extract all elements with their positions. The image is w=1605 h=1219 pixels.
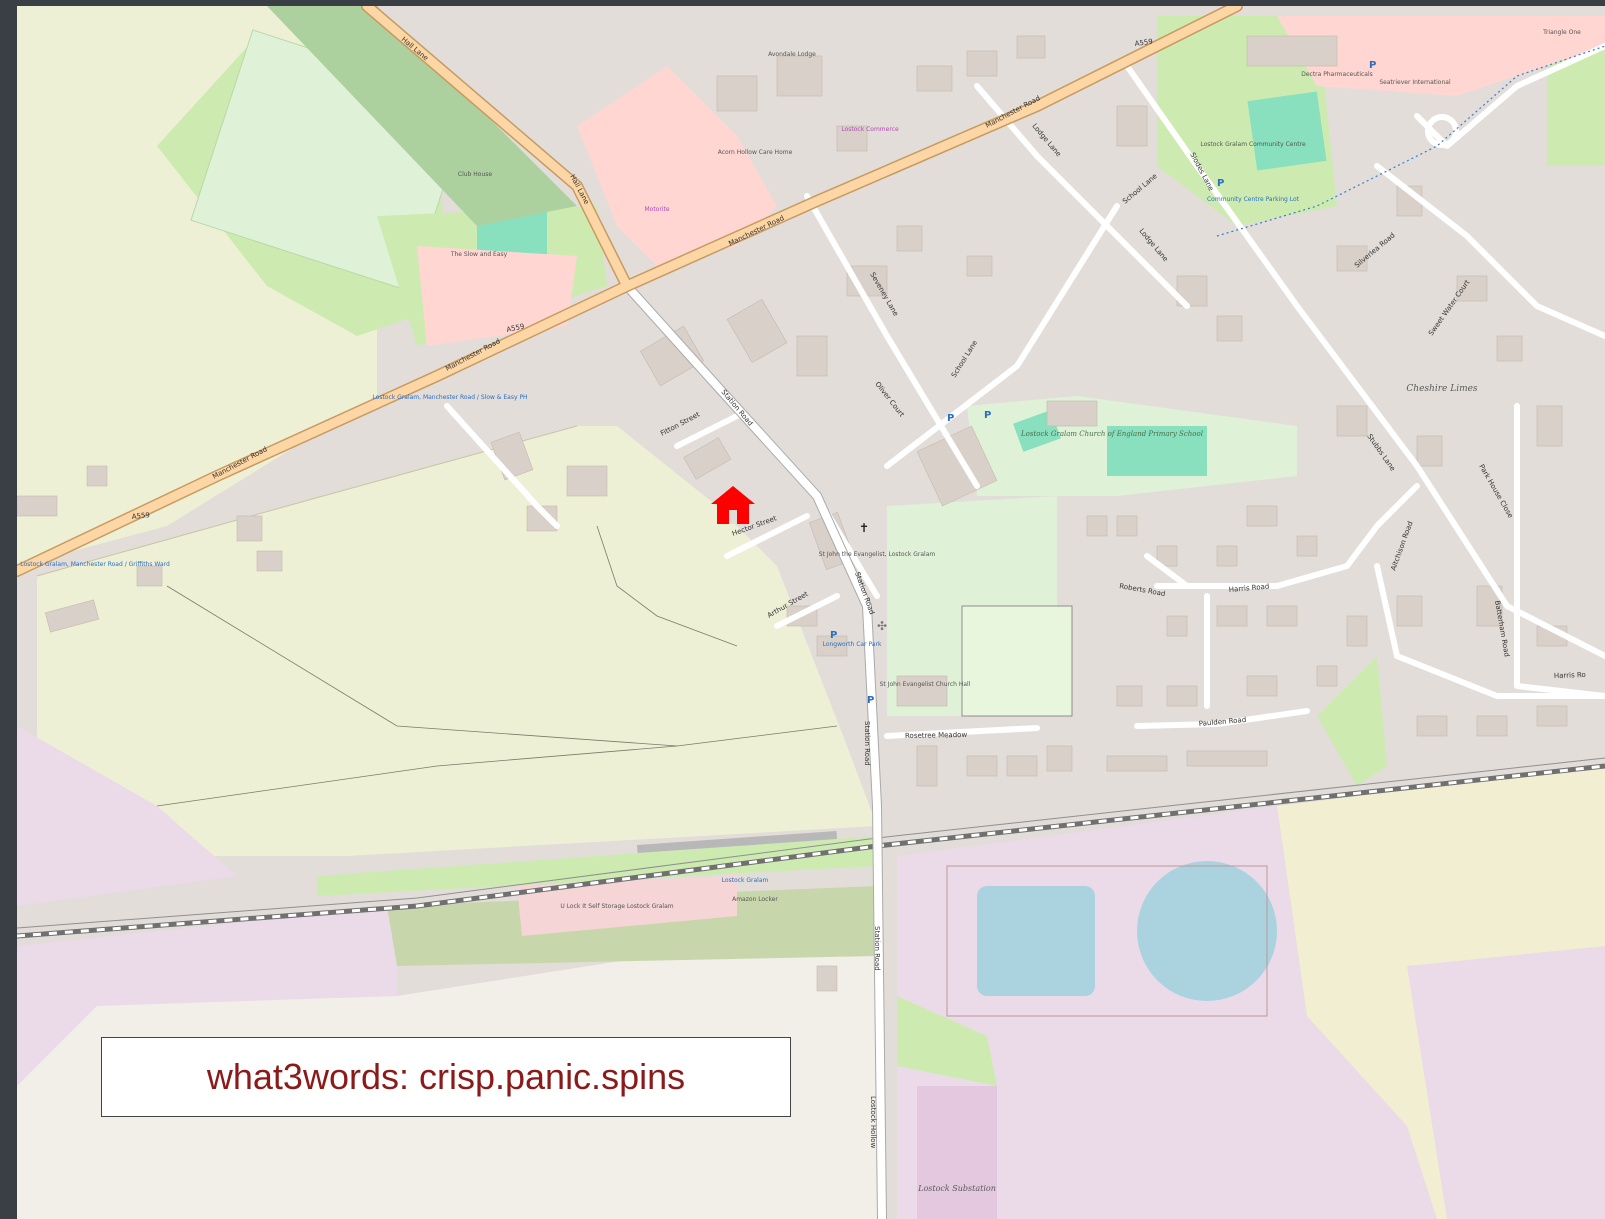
poi-u-lock: U Lock It Self Storage Lostock Gralam (560, 903, 673, 910)
place-cheshire-limes: Cheshire Limes (1406, 384, 1478, 394)
roundabout (1425, 114, 1459, 148)
parking-icons: P P P P P P (830, 60, 1376, 706)
works-boundary (946, 865, 1268, 1017)
school-pitch (1107, 426, 1207, 476)
church-icon: ✝ (859, 521, 869, 535)
poi-slow-and-easy: The Slow and Easy (450, 251, 508, 258)
parking-icon: P (984, 410, 991, 421)
poi-bus-stop-griffiths-ward: Lostock Gralam, Manchester Road / Griffi… (20, 561, 170, 568)
poi-amazon-locker: Amazon Locker (732, 896, 778, 903)
road-label-a559-top: A559 (1134, 38, 1153, 48)
substation-area (917, 1086, 997, 1219)
road-label-a559-left: A559 (131, 511, 150, 521)
community-pitch (1247, 91, 1327, 171)
poi-church-hall: St John Evangelist Church Hall (880, 681, 971, 688)
water-reservoir-round (1137, 861, 1277, 1001)
crosshair-icon: ✣ (877, 619, 887, 633)
parking-icon: P (1217, 178, 1224, 189)
poi-triangle: Triangle One (1542, 29, 1581, 36)
pub-grounds (417, 246, 577, 346)
minor-roads (444, 43, 1605, 739)
parking-icon: P (947, 413, 954, 424)
poi-acorn-hollow: Acorn Hollow Care Home (718, 149, 793, 156)
road-label-harris-road-1: Harris Road (1228, 582, 1269, 594)
poi-motorite: Motorite (644, 206, 669, 213)
station-platform (636, 831, 838, 853)
road-label-station-road-3: Station Road (863, 721, 871, 766)
poi-bus-stop-manchester-road: Lostock Gralam, Manchester Road / Slow &… (372, 394, 527, 401)
what3words-callout: what3words: crisp.panic.spins (101, 1037, 791, 1117)
poi-club-house: Club House (458, 171, 492, 178)
industrial-west (17, 726, 237, 906)
map-viewport[interactable]: Hall Lane Hall Lane A559 A559 A559 Manch… (17, 6, 1605, 1219)
industrial-se (1407, 946, 1605, 1219)
poi-community-centre: Lostock Gralam Community Centre (1200, 141, 1306, 148)
buildings-layer (17, 35, 1568, 992)
scrub-area (387, 886, 877, 966)
grass-strip (317, 836, 877, 896)
poi-seatriever: Seatriever International (1379, 79, 1451, 86)
storage-site (517, 876, 737, 936)
poi-dectra: Dectra Pharmaceuticals (1301, 71, 1373, 78)
road-label-harris-road-2: Harris Ro (1554, 671, 1586, 680)
poi-community-parking: Community Centre Parking Lot (1207, 196, 1300, 203)
field-boundary-2 (166, 585, 838, 747)
manchester-road (17, 6, 1242, 576)
parking-icon: P (867, 695, 874, 706)
poi-station: Lostock Gralam (722, 877, 769, 884)
hall-lane (362, 6, 632, 291)
poi-avondale-lodge: Avondale Lodge (768, 51, 816, 58)
parish-boundary (1216, 45, 1605, 237)
retail-area-ne (1277, 16, 1605, 96)
road-label-a559-mid: A559 (506, 322, 525, 334)
field-plot (961, 605, 1073, 717)
what3words-text: what3words: crisp.panic.spins (206, 1056, 686, 1097)
railway-line (17, 757, 1605, 939)
parking-icon: P (1369, 60, 1376, 71)
road-label-lostock-hollow: Lostock Hollow (869, 1096, 877, 1149)
field-boundary-4 (596, 525, 738, 647)
woodland (267, 6, 577, 226)
parking-icon: P (830, 630, 837, 641)
road-label-station-road-4: Station Road (873, 926, 881, 971)
poi-lostock-commerce: Lostock Commerce (841, 126, 899, 133)
poi-substation: Lostock Substation (917, 1184, 996, 1193)
green-verge (1317, 656, 1387, 786)
retail-area (577, 66, 777, 266)
poi-school: Lostock Gralam Church of England Primary… (1020, 430, 1203, 438)
grass-patch (897, 996, 997, 1086)
field-boundary-3 (156, 745, 678, 807)
water-reservoir-square (977, 886, 1095, 996)
road-label-rosetree-meadow: Rosetree Meadow (905, 731, 968, 740)
poi-st-john-church: St John the Evangelist, Lostock Gralam (819, 551, 936, 558)
house-icon[interactable] (711, 486, 755, 524)
station-road (623, 282, 886, 1219)
field-boundary (36, 425, 578, 577)
poi-car-park: Longworth Car Park (823, 641, 882, 648)
